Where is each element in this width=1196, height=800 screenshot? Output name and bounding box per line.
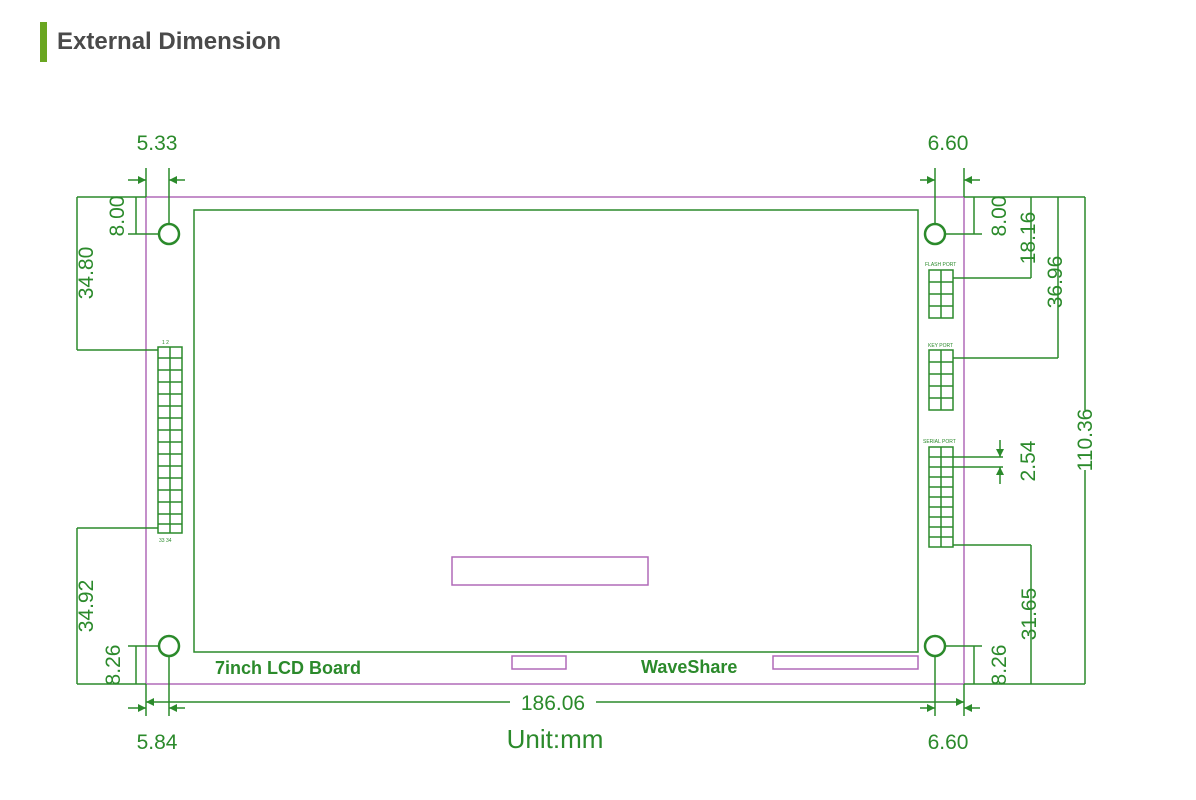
mounting-hole-bottom-left	[157, 634, 181, 658]
flash-port-header	[928, 269, 954, 319]
dim-right-flash: 18.16	[1017, 212, 1040, 265]
dim-right-pitch: 2.54	[1017, 440, 1040, 481]
dim-left-bottom-header: 34.92	[75, 580, 98, 633]
dim-bottom-left: 5.84	[137, 731, 178, 754]
left-pin-header	[157, 346, 183, 534]
pcb-outline	[145, 196, 965, 685]
section-header: External Dimension	[40, 22, 281, 62]
section-title: External Dimension	[57, 28, 282, 55]
unit-label: Unit:mm	[507, 724, 604, 754]
fpc-connector	[451, 556, 649, 586]
dim-top-right: 6.60	[928, 132, 969, 155]
flash-port-label: FLASH PORT	[925, 262, 956, 268]
dim-overall-width: 186.06	[521, 692, 585, 715]
brand-label: WaveShare	[641, 657, 737, 677]
header-accent-bar	[40, 22, 47, 62]
lcd-area	[193, 209, 919, 653]
left-header-pins-top: 1 2	[162, 340, 169, 346]
dim-top-left: 5.33	[137, 132, 178, 155]
serial-port-header	[928, 446, 954, 548]
board-label: 7inch LCD Board	[215, 658, 361, 678]
dim-right-serial: 31.65	[1018, 588, 1041, 641]
mounting-hole-top-left	[157, 222, 181, 246]
small-connector	[511, 655, 567, 670]
dim-left-top-margin: 8.00	[106, 196, 129, 237]
dim-left-bottom-margin: 8.26	[102, 645, 125, 686]
dim-right-bottom-margin: 8.26	[988, 645, 1011, 686]
dim-right-key: 36.96	[1044, 256, 1067, 309]
dim-left-top-header: 34.80	[75, 247, 98, 300]
dim-bottom-right: 6.60	[928, 731, 969, 754]
serial-port-label: SERIAL PORT	[923, 439, 956, 445]
mounting-hole-bottom-right	[923, 634, 947, 658]
key-port-label: KEY PORT	[928, 343, 953, 349]
dim-right-top-margin: 8.00	[988, 196, 1011, 237]
dim-right-height: 110.36	[1074, 409, 1097, 472]
mounting-hole-top-right	[923, 222, 947, 246]
key-port-header	[928, 349, 954, 411]
bottom-connector	[772, 655, 919, 670]
left-header-pins-bottom: 33 34	[159, 538, 172, 544]
